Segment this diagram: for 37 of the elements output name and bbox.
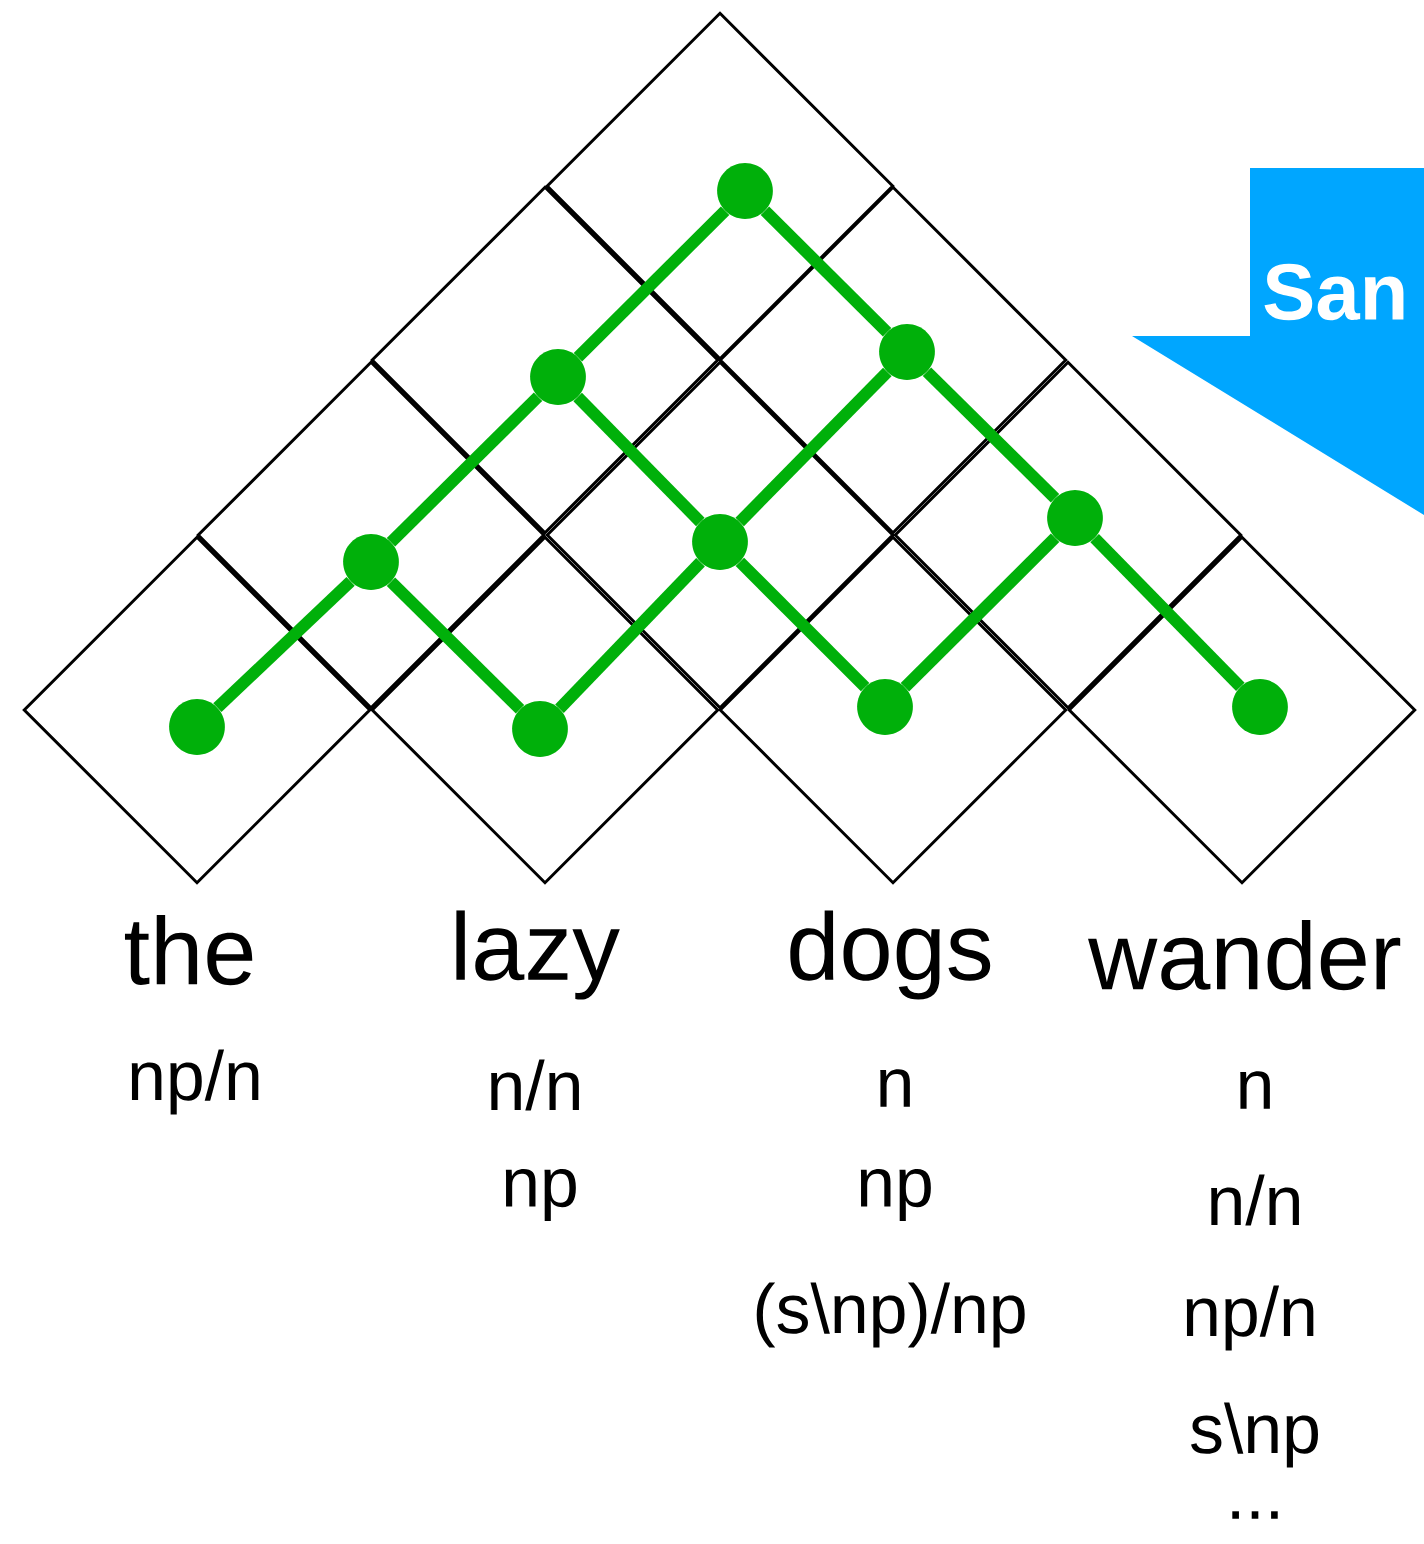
connector-line <box>555 558 705 713</box>
dot <box>343 534 399 590</box>
connector-line <box>213 577 355 712</box>
category-label: np/n <box>131 1049 259 1115</box>
dot <box>530 349 586 405</box>
category-label: np <box>505 1169 576 1221</box>
dot <box>512 701 568 757</box>
connector-line <box>922 367 1060 503</box>
connector-line <box>573 206 730 362</box>
word: lazy <box>456 910 620 1000</box>
connector-line <box>573 392 705 527</box>
connector-line <box>900 533 1060 692</box>
dot <box>717 163 773 219</box>
connector-line <box>1090 533 1245 692</box>
connector-line <box>386 577 525 714</box>
category-label: ... <box>1232 1511 1278 1519</box>
dot <box>169 699 225 755</box>
dot <box>1047 490 1103 546</box>
word: wander <box>1088 919 1401 991</box>
category-label: (s\np)/np <box>756 1282 1025 1348</box>
category-label: n <box>1240 1071 1270 1109</box>
word: the <box>125 914 253 986</box>
connector-line <box>760 206 892 337</box>
dot <box>879 324 935 380</box>
category-label: n <box>880 1069 910 1107</box>
dot <box>1232 679 1288 735</box>
dot <box>857 679 913 735</box>
dot <box>692 514 748 570</box>
category-label: np <box>860 1169 931 1221</box>
category-label: s\np <box>1191 1402 1318 1468</box>
category-label: n/n <box>491 1059 579 1111</box>
category-label: np/n <box>1186 1285 1314 1351</box>
connector-line <box>386 392 543 547</box>
word: dogs <box>790 910 991 1000</box>
category-label: n/n <box>1211 1174 1299 1226</box>
connector-line <box>735 367 892 527</box>
connector-line <box>735 557 870 692</box>
